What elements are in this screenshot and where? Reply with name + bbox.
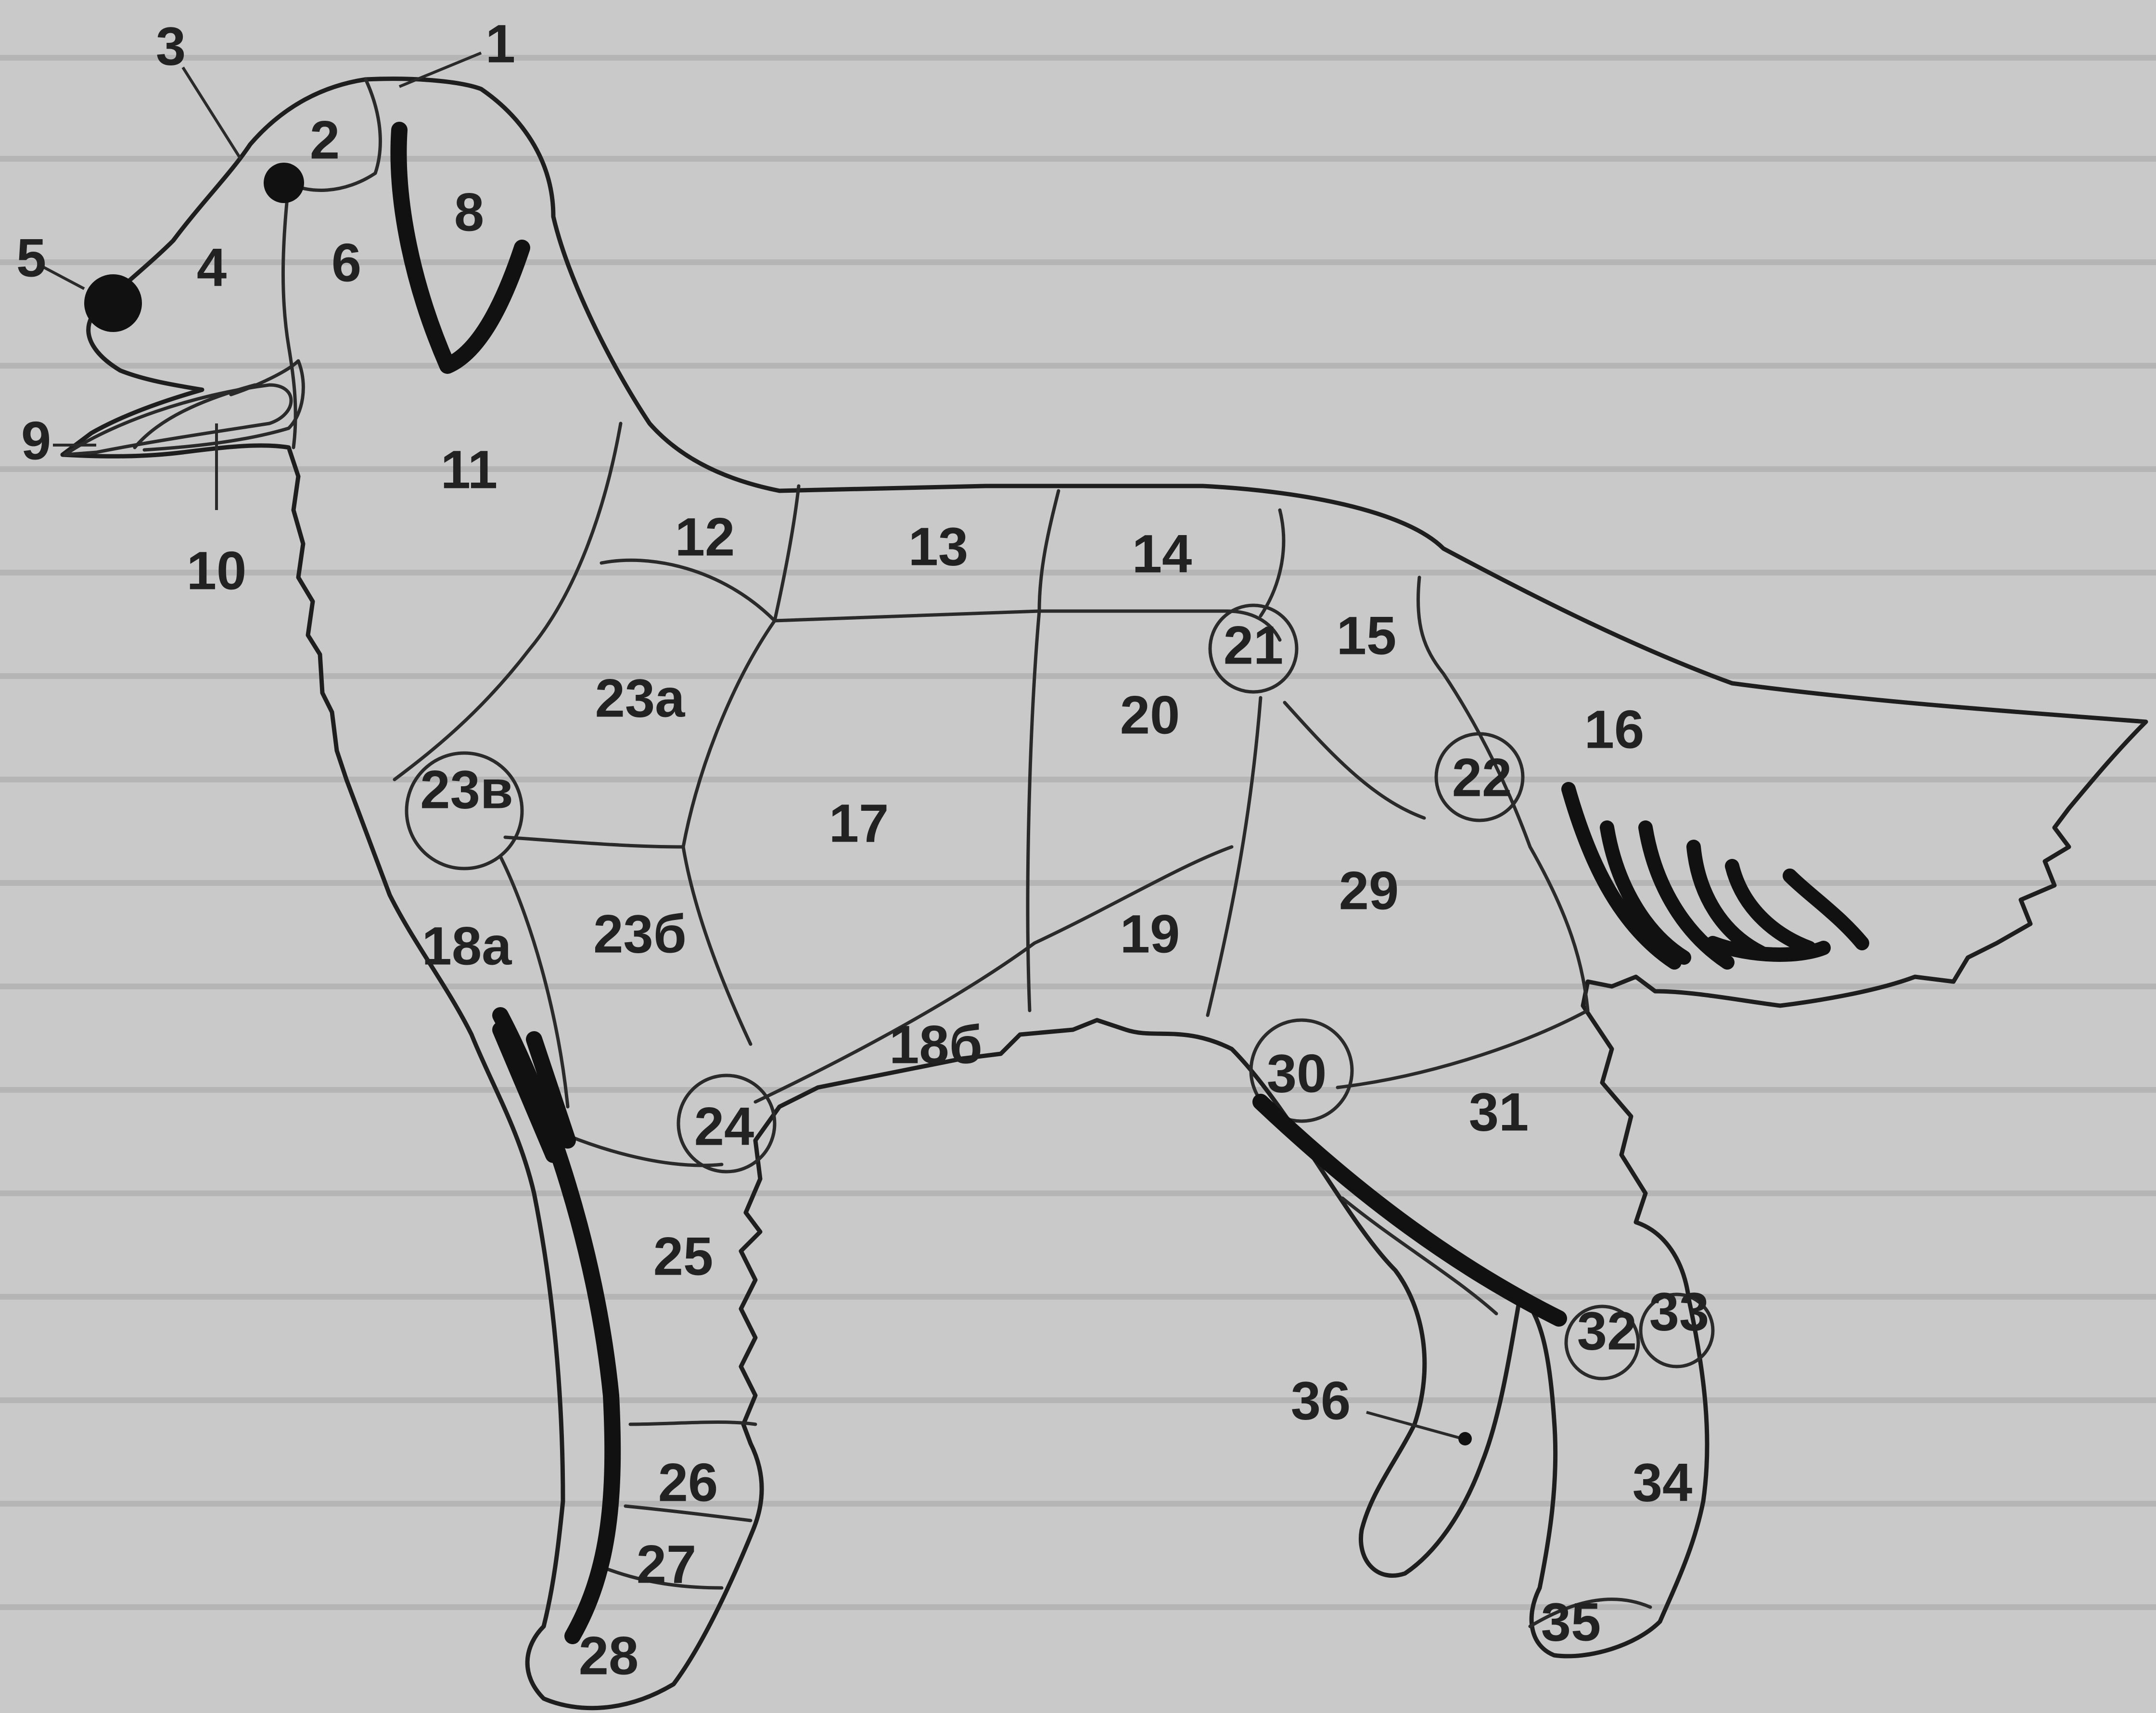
label-8: 8 [454,182,484,243]
label-20: 20 [1120,685,1180,745]
label-27: 27 [637,1534,697,1595]
label-9: 9 [21,411,51,471]
label-17: 17 [829,793,889,854]
label-2: 2 [310,110,340,170]
label-30: 30 [1267,1044,1327,1104]
label-15: 15 [1337,606,1397,666]
label-16: 16 [1584,700,1645,760]
label-23b: 23б [593,904,687,964]
label-10: 10 [187,541,247,601]
label-33: 33 [1649,1282,1709,1342]
label-3: 3 [156,16,186,77]
label-1: 1 [485,14,515,74]
label-31: 31 [1469,1082,1529,1142]
label-23a: 23a [595,668,686,729]
label-6: 6 [332,233,361,293]
label-4: 4 [197,238,227,298]
label-26: 26 [658,1453,718,1513]
ear-stripe [398,130,522,366]
label-22: 22 [1452,748,1512,808]
label-12: 12 [675,507,735,567]
label-11: 11 [441,440,498,500]
nose [84,274,142,332]
label-18a: 18a [422,916,512,976]
dog-outline [63,79,2146,1708]
label-5: 5 [16,228,46,288]
label-24: 24 [694,1097,754,1157]
label-13: 13 [908,517,969,577]
label-34: 34 [1633,1453,1693,1513]
eye [264,163,304,203]
tail-feathering [1569,789,1862,962]
background-text-lines [0,58,2156,1607]
label-35: 35 [1541,1592,1601,1652]
label-36: 36 [1291,1371,1351,1431]
label-18b: 18б [889,1015,982,1075]
label-14: 14 [1132,524,1192,584]
label-19: 19 [1120,904,1180,964]
label-23v: 23в [420,760,513,820]
label-29: 29 [1339,861,1399,921]
label-28: 28 [579,1626,639,1686]
label-32: 32 [1577,1301,1637,1361]
label-21: 21 [1224,615,1284,676]
label-25: 25 [653,1227,714,1287]
